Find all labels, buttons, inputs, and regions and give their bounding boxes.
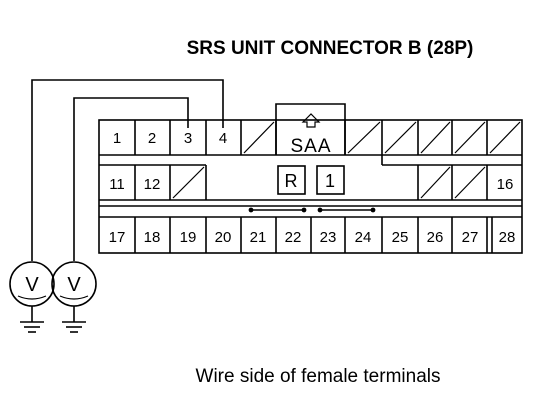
lock-label: SAA <box>290 136 331 157</box>
pin-22: 22 <box>285 229 302 246</box>
row-2: 11 12 16 <box>99 155 522 200</box>
pin-23: 23 <box>320 229 337 246</box>
pin-27: 27 <box>462 229 479 246</box>
pin-19: 19 <box>180 229 197 246</box>
voltmeter-right: V <box>51 261 97 333</box>
pin-3: 3 <box>184 130 192 147</box>
voltmeter-left-symbol: V <box>25 274 39 296</box>
pin-28: 28 <box>499 229 516 246</box>
pin-4: 4 <box>219 130 227 147</box>
shorting-bars <box>248 207 376 213</box>
test-leads <box>31 79 224 261</box>
pin-12: 12 <box>144 176 161 193</box>
voltmeter-right-symbol: V <box>67 274 81 296</box>
pin-25: 25 <box>392 229 409 246</box>
diagram-caption: Wire side of female terminals <box>196 366 441 387</box>
up-arrow-icon <box>301 113 321 128</box>
pin-16: 16 <box>497 176 514 193</box>
voltmeter-left: V <box>9 261 55 333</box>
pin-11: 11 <box>109 176 125 193</box>
box-r-label: R <box>285 171 298 191</box>
pin-18: 18 <box>144 229 161 246</box>
box-1-label: 1 <box>325 171 335 191</box>
pin-1: 1 <box>113 130 121 147</box>
lead-to-pin-4 <box>31 79 224 261</box>
lock-tab: SAA R 1 <box>275 103 346 195</box>
row-3: 17 18 19 20 21 22 23 24 25 26 27 28 <box>109 217 516 253</box>
pin-2: 2 <box>148 130 156 147</box>
pin-21: 21 <box>250 229 267 246</box>
pin-26: 26 <box>427 229 444 246</box>
diagram-title: SRS UNIT CONNECTOR B (28P) <box>187 38 474 59</box>
pin-24: 24 <box>355 229 372 246</box>
pin-17: 17 <box>109 229 126 246</box>
pin-20: 20 <box>215 229 232 246</box>
lead-to-pin-3 <box>73 97 189 261</box>
